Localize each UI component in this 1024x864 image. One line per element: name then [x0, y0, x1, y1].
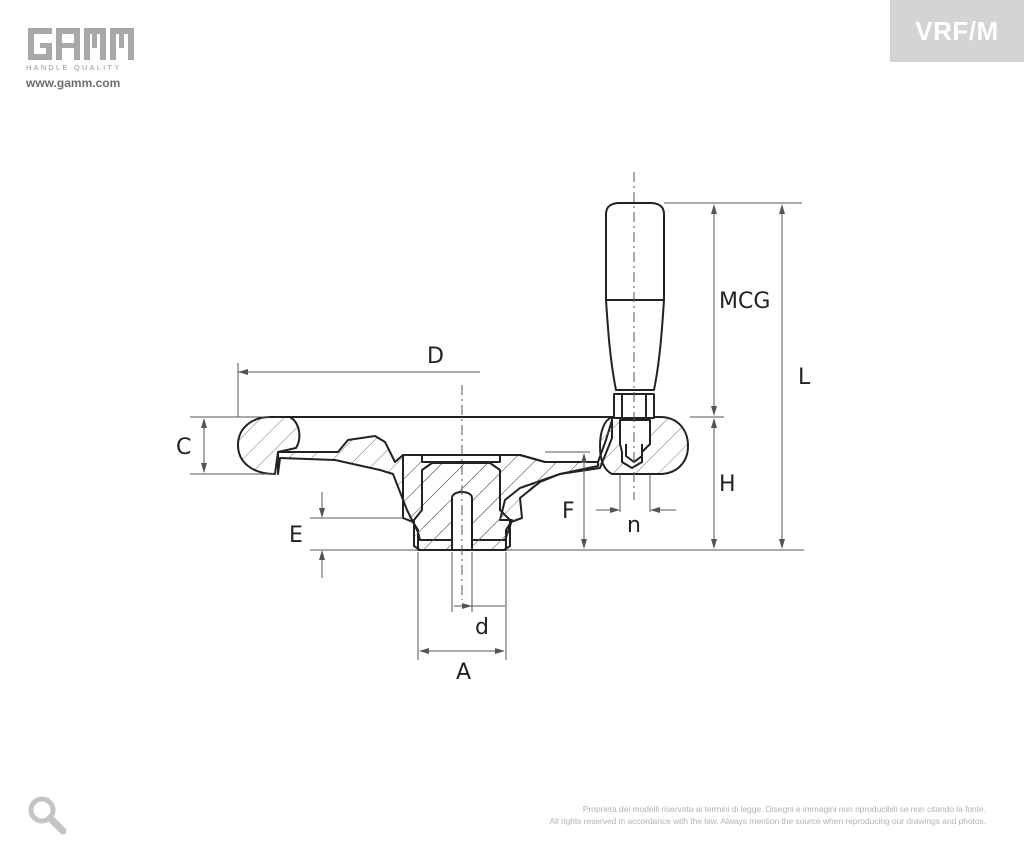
dim-label-e: E [289, 523, 303, 548]
rim-section [237, 416, 301, 475]
dim-label-c: C [176, 435, 191, 460]
dim-label-d-bore: d [475, 615, 489, 640]
brand-tagline: HANDLE QUALITY [26, 63, 122, 72]
handle-grip [605, 202, 665, 391]
brand-url[interactable]: www.gamm.com [26, 76, 121, 90]
product-code-badge: VRF/M [890, 0, 1024, 62]
dim-label-h: H [719, 472, 736, 497]
dim-label-mcg: MCG [719, 289, 770, 314]
dim-label-n: n [627, 513, 641, 538]
dim-label-l: L [798, 365, 811, 390]
legal-line-italian: Proprietà dei modelli riservata ai termi… [582, 804, 986, 814]
gamm-logo-mark [28, 28, 134, 60]
legal-footer: Proprietà dei modelli riservata ai termi… [549, 803, 986, 827]
magnifier-icon[interactable] [26, 794, 68, 836]
brand-logo: HANDLE QUALITY www.gamm.com [26, 26, 138, 90]
dim-label-d-diameter: D [427, 344, 444, 369]
dim-label-a: A [456, 660, 471, 685]
dim-label-f: F [562, 499, 575, 524]
legal-line-english: All rights reserved in accordance with t… [549, 816, 986, 826]
